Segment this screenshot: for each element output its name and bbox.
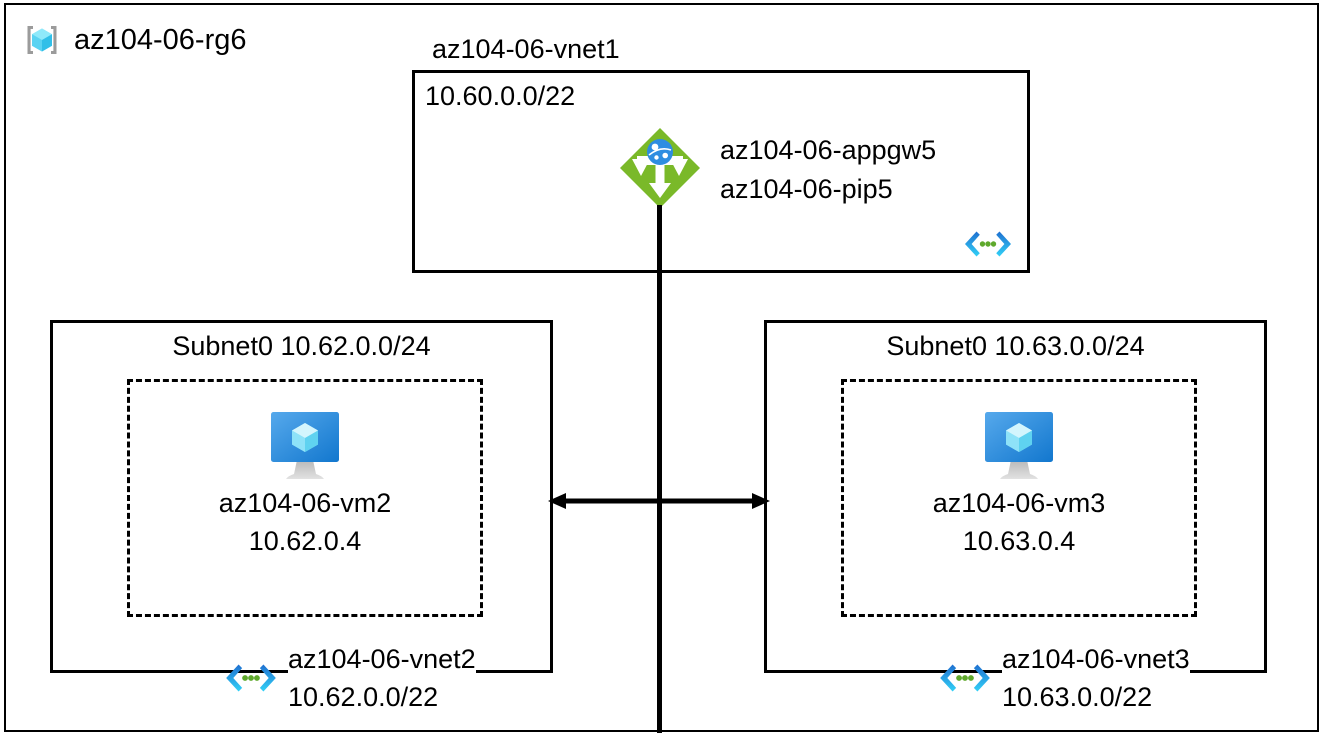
resource-group-name: az104-06-rg6: [74, 23, 247, 56]
vm2-ip: 10.62.0.4: [248, 526, 362, 557]
vnet2-badge: az104-06-vnet2 10.62.0.0/22: [224, 640, 476, 717]
vnet2-name: az104-06-vnet2: [288, 640, 476, 679]
resource-group-cube-icon: [22, 20, 62, 60]
public-ip-name: az104-06-pip5: [720, 173, 893, 204]
vnet2-subnet-title: Subnet0 10.62.0.0/24: [172, 331, 431, 361]
vnet2-subnet-dashed-boundary: az104-06-vm2 10.62.0.4: [127, 379, 483, 617]
vm3-group: az104-06-vm3 10.63.0.4: [844, 406, 1194, 561]
application-gateway-labels: az104-06-appgw5 az104-06-pip5: [720, 131, 936, 209]
gateway-connector-line: [657, 205, 662, 733]
vnet2-virtual-network-icon: [224, 658, 278, 698]
vnet2-labels: az104-06-vnet2 10.62.0.0/22: [288, 640, 476, 717]
application-gateway-icon: [618, 126, 702, 210]
vnet1-title: az104-06-vnet1: [432, 34, 620, 64]
vnet1-virtual-network-icon: [963, 228, 1013, 260]
vnet3-box: Subnet0 10.63.0.0/24: [764, 320, 1267, 673]
virtual-machine-icon: [130, 406, 480, 484]
vnet3-name: az104-06-vnet3: [1002, 640, 1190, 679]
vnet3-labels: az104-06-vnet3 10.63.0.0/22: [1002, 640, 1190, 717]
peering-double-arrow: [548, 493, 770, 509]
vnet2-cidr: 10.62.0.0/22: [288, 678, 476, 717]
virtual-machine-icon: [844, 406, 1194, 484]
vnet1-box: 10.60.0.0/22: [412, 70, 1030, 273]
vm2-group: az104-06-vm2 10.62.0.4: [130, 406, 480, 561]
vnet3-subnet-title: Subnet0 10.63.0.0/24: [886, 331, 1145, 361]
application-gateway-name: az104-06-appgw5: [720, 135, 937, 165]
vm3-name: az104-06-vm3: [932, 488, 1106, 518]
vnet3-virtual-network-icon: [938, 658, 992, 698]
vnet3-cidr: 10.63.0.0/22: [1002, 678, 1190, 717]
vnet2-box: Subnet0 10.62.0.0/24: [50, 320, 553, 673]
vnet3-badge: az104-06-vnet3 10.63.0.0/22: [938, 640, 1190, 717]
resource-group-header: az104-06-rg6: [22, 18, 247, 62]
vnet3-subnet-dashed-boundary: az104-06-vm3 10.63.0.4: [841, 379, 1197, 617]
vm3-ip: 10.63.0.4: [962, 526, 1076, 557]
application-gateway-group: az104-06-appgw5 az104-06-pip5: [618, 126, 936, 210]
vnet1-cidr: 10.60.0.0/22: [425, 81, 576, 111]
vm2-name: az104-06-vm2: [218, 488, 392, 518]
